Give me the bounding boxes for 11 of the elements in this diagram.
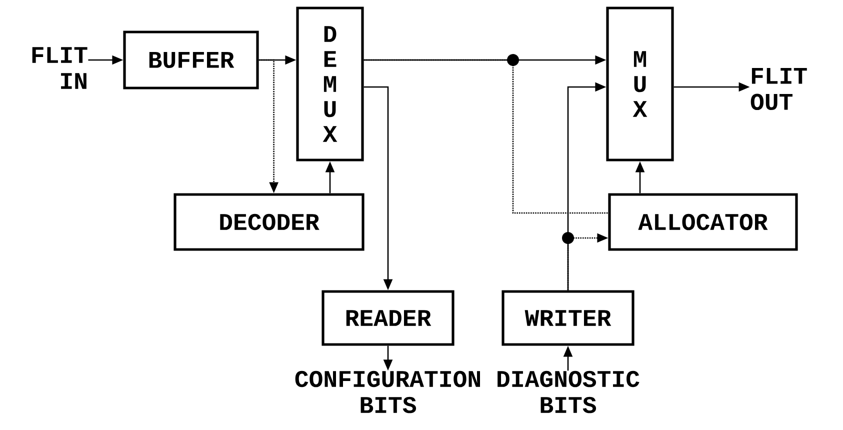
process-box: READER: [322, 290, 454, 346]
process-box: BUFFER: [123, 30, 259, 90]
process-box: MUX: [606, 6, 674, 162]
process-box: WRITER: [502, 290, 634, 346]
signal-label: DIAGNOSTIC BITS: [498, 370, 640, 414]
signal-label: CONFIGURATION BITS: [295, 370, 480, 414]
process-box: DEMUX: [296, 6, 364, 162]
process-box: DECODER: [174, 193, 364, 251]
signal-label: FLIT IN: [32, 47, 88, 89]
signal-label: FLIT OUT: [750, 68, 807, 110]
process-box: ALLOCATOR: [608, 193, 798, 251]
